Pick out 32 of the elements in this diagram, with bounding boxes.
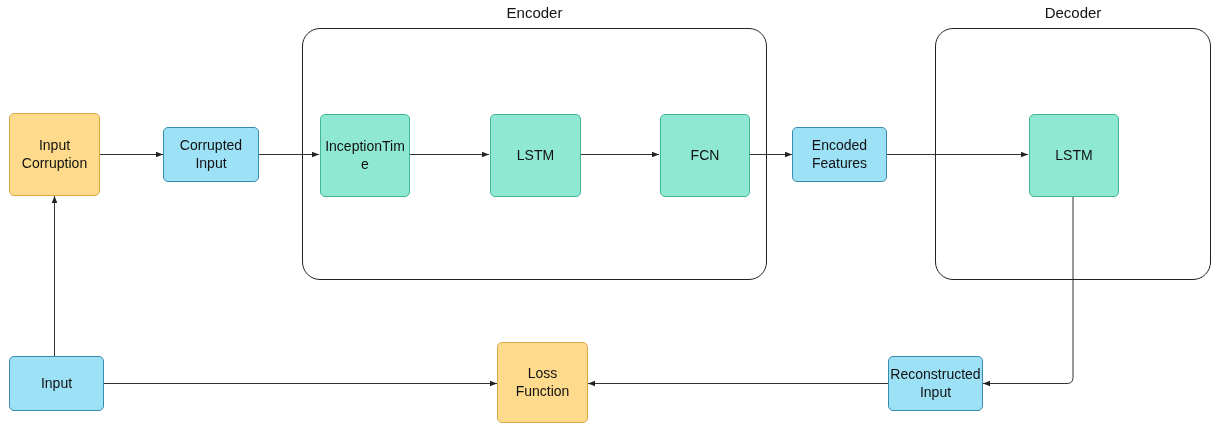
group-title: Decoder [1043,4,1103,21]
arrow [886,151,1029,158]
box-label: Input Corruption [20,137,89,172]
box-label: Reconstructed Input [889,366,982,401]
arrow [99,151,164,158]
arrow [51,195,58,357]
process-box [320,114,410,197]
process-box [792,127,887,182]
arrow [982,195,1074,387]
box-label: Input [39,374,74,393]
process-box [497,342,588,423]
process-box [9,356,104,411]
box-label: Encoded Features [810,137,869,172]
process-box [660,114,750,197]
process-box [1029,114,1119,197]
arrow [103,380,498,387]
arrow [408,151,490,158]
group-title: Encoder [505,4,564,21]
process-box [9,113,100,196]
box-label: LSTM [515,146,556,165]
box-label: FCN [689,146,721,165]
arrow [587,380,889,387]
box-label: InceptionTime [324,138,406,173]
arrow [748,151,793,158]
process-box [888,356,983,411]
arrow [258,151,320,158]
box-label: LSTM [1054,146,1094,165]
process-box [163,127,259,182]
box-label: Loss Function [514,365,571,400]
arrow [579,151,660,158]
box-label: Corrupted Input [178,137,244,172]
process-box [490,114,581,197]
